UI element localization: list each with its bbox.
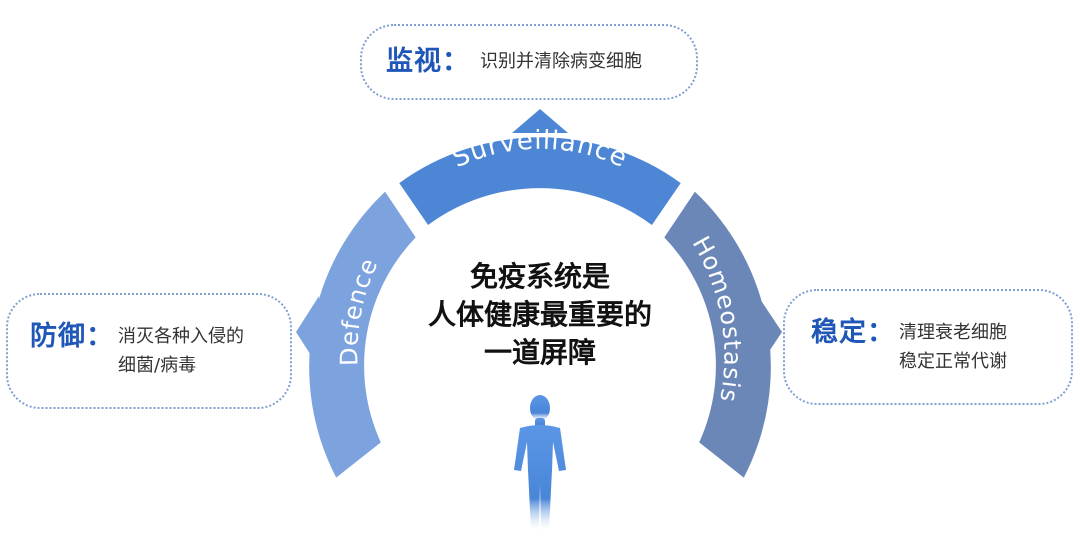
defence-box-desc-2: 细菌/病毒 [118, 355, 197, 376]
center-line-3: 一道屏障 [483, 336, 596, 369]
human-figure-icon [514, 395, 566, 530]
homeostasis-box: 稳定： 清理衰老细胞 稳定正常代谢 [783, 289, 1073, 405]
surveillance-box-desc: 识别并清除病变细胞 [480, 51, 642, 72]
center-line-1: 免疫系统是 [469, 260, 610, 293]
homeostasis-box-desc-2: 稳定正常代谢 [899, 351, 1007, 372]
homeostasis-box-desc-1: 清理衰老细胞 [899, 322, 1007, 343]
defence-box: 防御： 消灭各种入侵的 细菌/病毒 [6, 293, 292, 409]
defence-segment [309, 191, 416, 478]
surveillance-box-title: 监视： [386, 46, 470, 77]
center-statement: 免疫系统是 人体健康最重要的 一道屏障 [395, 258, 685, 372]
center-line-2: 人体健康最重要的 [427, 298, 652, 331]
homeostasis-segment [664, 191, 771, 478]
surveillance-box: 监视： 识别并清除病变细胞 [360, 24, 698, 100]
homeostasis-box-title: 稳定： [811, 317, 895, 348]
surveillance-segment [399, 137, 681, 225]
defence-box-desc-1: 消灭各种入侵的 [118, 326, 244, 347]
surveillance-pointer [512, 109, 568, 133]
defence-box-title: 防御： [30, 321, 114, 352]
